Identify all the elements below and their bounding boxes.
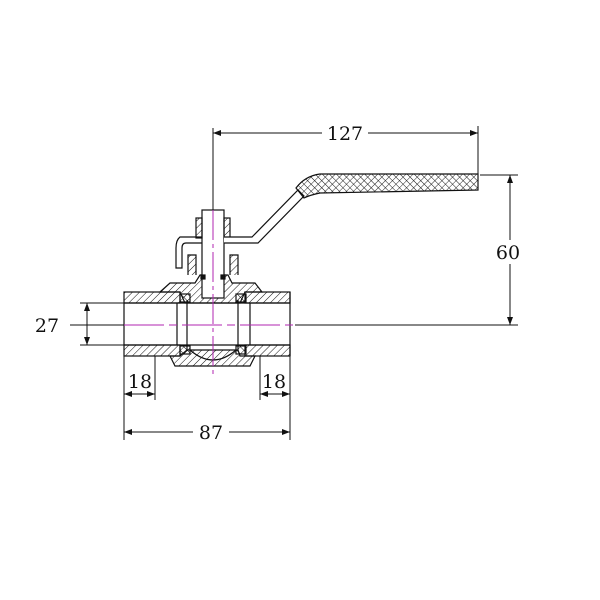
dim-thread-right: 18	[262, 371, 286, 393]
dim-height: 60	[496, 242, 520, 264]
dim-body-length: 87	[199, 422, 223, 444]
valve-handle	[224, 173, 479, 244]
dim-thread-left: 18	[128, 371, 152, 393]
centerlines	[70, 128, 518, 375]
dim-bore-diameter: 27	[35, 315, 59, 337]
dim-handle-length: 127	[327, 123, 363, 145]
valve-body	[123, 209, 291, 367]
